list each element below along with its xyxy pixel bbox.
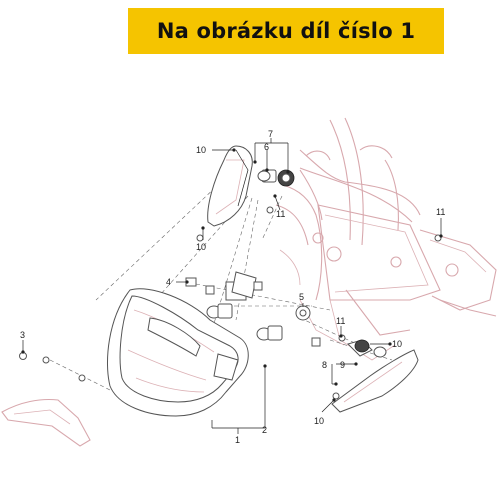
headlight-assembly <box>106 288 249 417</box>
turn-signal-left <box>207 145 253 227</box>
clips-and-fasteners <box>19 206 442 400</box>
callout-2: 2 <box>262 425 267 435</box>
banner-text: Na obrázku díl číslo 1 <box>156 19 416 43</box>
callout-10-top: 10 <box>196 145 206 155</box>
scooter-frame <box>275 117 497 361</box>
callout-10-right: 10 <box>392 339 402 349</box>
callout-10-bottom: 10 <box>314 416 324 426</box>
part-number-banner: Na obrázku díl číslo 1 <box>128 8 444 54</box>
headlight-bulbs <box>206 271 283 341</box>
bulb-socket-upper <box>257 169 295 187</box>
leader-lines <box>21 138 443 434</box>
callout-3: 3 <box>20 330 25 340</box>
callout-8: 8 <box>322 360 327 370</box>
callout-labels: 10 7 6 11 10 11 4 5 3 11 10 8 9 10 2 1 <box>20 129 445 445</box>
callout-1: 1 <box>235 435 240 445</box>
callout-10-mid: 10 <box>196 242 206 252</box>
callout-11-top: 11 <box>276 209 285 219</box>
callout-9: 9 <box>340 360 345 370</box>
callout-7: 7 <box>268 129 273 139</box>
callout-11-right: 11 <box>436 207 445 217</box>
callout-5: 5 <box>299 292 304 302</box>
side-fairing <box>1 398 91 447</box>
turn-signal-right <box>331 339 419 413</box>
callout-6: 6 <box>264 142 269 152</box>
callout-4: 4 <box>166 277 171 287</box>
callout-11-lower: 11 <box>336 316 345 326</box>
